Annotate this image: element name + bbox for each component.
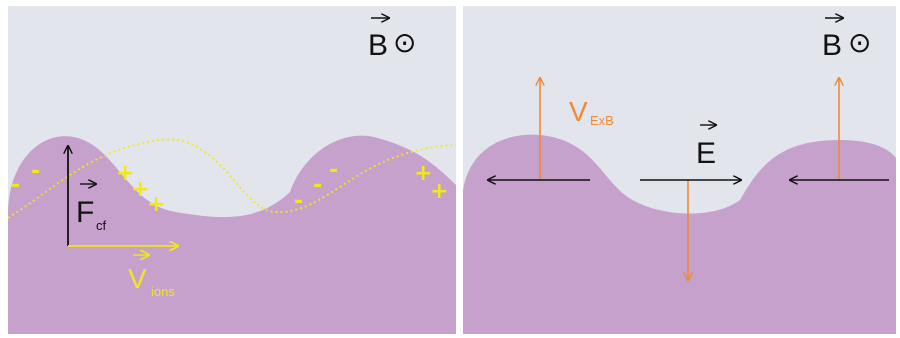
right-plasma-surface bbox=[463, 134, 896, 334]
plus-charge: + bbox=[116, 161, 134, 186]
exb-velocity-label: V bbox=[569, 96, 588, 127]
left-plasma-surface bbox=[8, 135, 456, 334]
b-field-out-of-page-icon-right: ⊙ bbox=[848, 27, 871, 58]
ion-trajectory-dotted bbox=[7, 138, 457, 219]
b-field-label-left: B bbox=[368, 29, 388, 62]
ion-velocity-subscript: ions bbox=[151, 284, 175, 299]
minus-charge: - bbox=[11, 173, 20, 198]
right-panel: B ⊙ E V ExB bbox=[463, 6, 896, 334]
force-label: F bbox=[76, 196, 94, 229]
e-field-label: E bbox=[696, 137, 716, 170]
minus-charge: - bbox=[294, 189, 303, 214]
left-panel: B ⊙ F cf V ions - - + + + - - - + + bbox=[7, 6, 457, 334]
minus-charge: - bbox=[313, 173, 322, 198]
minus-charge: - bbox=[329, 158, 338, 183]
b-field-label-right: B bbox=[822, 29, 842, 62]
plus-charge: + bbox=[430, 179, 448, 204]
plus-charge: + bbox=[414, 161, 432, 186]
force-subscript: cf bbox=[96, 218, 107, 233]
b-field-out-of-page-icon-left: ⊙ bbox=[393, 27, 416, 58]
plus-charge: + bbox=[147, 192, 165, 217]
plus-charge: + bbox=[131, 177, 149, 202]
minus-charge: - bbox=[31, 159, 40, 184]
ion-velocity-label: V bbox=[128, 263, 147, 294]
exb-velocity-subscript: ExB bbox=[590, 113, 614, 128]
